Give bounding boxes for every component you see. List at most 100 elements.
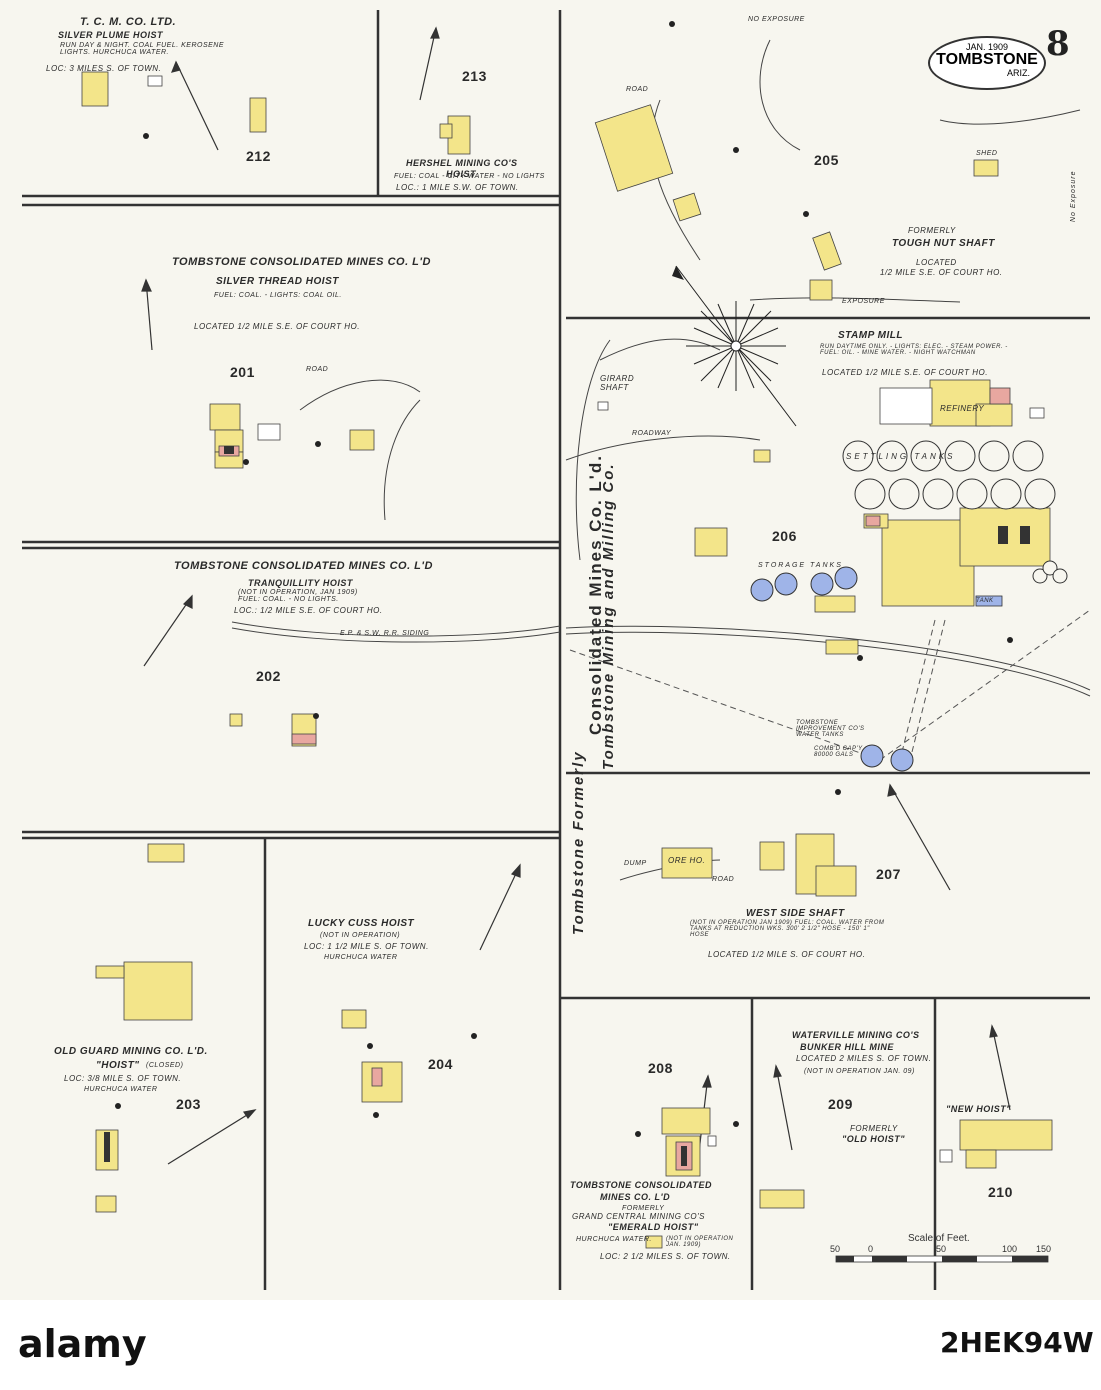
p205-exposure-top: No Exposure: [748, 16, 805, 23]
compass-rose: [672, 265, 797, 427]
p202-loc: Loc.: 1/2 Mile S.E. of Court Ho.: [234, 606, 383, 615]
p204-notes: (Not in operation): [320, 932, 401, 939]
p202-siding: E.P. & S.W. R.R. Siding: [340, 630, 430, 637]
p207-dump: Dump: [624, 860, 647, 867]
p201-number: 201: [230, 364, 255, 380]
p208-title: Tombstone Consolidated: [570, 1180, 713, 1190]
sheet-title-badge: JAN. 1909 TOMBSTONE ARIZ.: [928, 36, 1046, 90]
p203-closed: (Closed): [146, 1062, 184, 1069]
p207-number: 207: [876, 866, 901, 882]
p201-title: Tombstone Consolidated Mines Co. L'd: [172, 256, 431, 268]
buildings-frame: [81, 71, 1053, 1249]
machinery: [104, 446, 1030, 1166]
p212-title: T. C. M. Co. Ltd.: [80, 16, 177, 28]
p206-stamp-mill: Stamp Mill: [838, 330, 903, 341]
p208-loc: Loc: 2 1/2 Miles S. of Town.: [600, 1252, 731, 1261]
p206-settling: Settling Tanks: [846, 452, 956, 461]
p201-subtitle: Silver Thread Hoist: [216, 276, 339, 287]
p210-notes: (Not in operation Jan. 09): [804, 1068, 915, 1075]
p208-title2: Mines Co. L'd: [600, 1192, 671, 1202]
p213-title: Hershel Mining Co's: [406, 158, 518, 168]
p213-notes: Fuel: Coal - City Water - No Lights: [394, 173, 545, 180]
p206-water-cap: Comb'd Cap'y 80000 Gals: [814, 746, 863, 758]
scale-bar: [835, 1255, 1049, 1263]
p208-formerly: Formerly: [622, 1205, 665, 1212]
p206-notes: Run Daytime Only. - Lights: Elec. - Stea…: [820, 344, 1008, 356]
p206-water-tanks: Tombstone Improvement Co's Water Tanks: [796, 720, 865, 738]
p201-notes: Fuel: Coal. - Lights: Coal Oil.: [214, 292, 342, 299]
p208-water: Hurchuca Water.: [576, 1236, 652, 1243]
p208-notes: (Not in operation Jan. 1909): [666, 1236, 734, 1248]
sheet-city: TOMBSTONE: [936, 51, 1038, 68]
p205-exposure-right: No Exposure: [1070, 170, 1077, 222]
p213-subtitle: Hoist: [446, 169, 477, 179]
p205-loc: 1/2 Mile S.E. of Court Ho.: [880, 268, 1003, 277]
scale-title: Scale of Feet.: [908, 1233, 970, 1244]
p212-notes: Run Day & Night. Coal Fuel. Kerosene Lig…: [60, 42, 225, 56]
p205-road: Road: [626, 86, 649, 93]
p206-refinery: Refinery: [940, 404, 985, 413]
map-sheet: JAN. 1909 TOMBSTONE ARIZ. 8 T. C. M. Co.…: [0, 0, 1101, 1300]
p213-number: 213: [462, 68, 487, 84]
scale-tick-4: 150: [1036, 1244, 1052, 1254]
p203-title: Old Guard Mining Co. L'd.: [54, 1046, 208, 1057]
p210-name: "New Hoist": [946, 1104, 1012, 1114]
p205-loc-label: Located: [916, 258, 957, 267]
p206-storage: Storage Tanks: [758, 562, 843, 569]
p205-name: Tough Nut Shaft: [892, 238, 995, 249]
p206-loc: Located 1/2 Mile S.E. of Court Ho.: [822, 368, 988, 377]
p208-subtitle: Grand Central Mining Co's: [572, 1212, 706, 1221]
p209-name: "Old Hoist": [842, 1134, 906, 1144]
panel-borders: [22, 10, 1090, 1290]
map-drawing: [22, 10, 1091, 1290]
p208-name: "Emerald Hoist": [608, 1222, 699, 1232]
scale-tick-3: 100: [1002, 1244, 1018, 1254]
p207-ore: Ore Ho.: [668, 856, 706, 865]
p207-name: West Side Shaft: [746, 908, 845, 919]
p205-shed: Shed: [976, 150, 998, 157]
p209-number: 209: [828, 1096, 853, 1112]
sheet-date: JAN. 1909: [965, 42, 1009, 52]
p206-number: 206: [772, 528, 797, 544]
p209-formerly: Formerly: [850, 1124, 898, 1133]
p202-number: 202: [256, 668, 281, 684]
p203-number: 203: [176, 1096, 201, 1112]
p207-loc: Located 1/2 Mile S. of Court Ho.: [708, 950, 866, 959]
p202-subtitle: Tranquillity Hoist: [248, 578, 353, 588]
p212-loc: Loc: 3 Miles S. of Town.: [46, 64, 162, 73]
p204-water: Hurchuca Water: [324, 954, 398, 961]
p205-number: 205: [814, 152, 839, 168]
p203-subtitle: "Hoist": [96, 1060, 140, 1071]
p201-loc: Located 1/2 Mile S.E. of Court Ho.: [194, 322, 360, 331]
p202-notes: (Not in operation, Jan 1909) Fuel: Coal.…: [238, 589, 358, 603]
north-arrows: [141, 26, 1011, 1165]
p201-road: Road: [306, 366, 329, 373]
p204-loc: Loc: 1 1/2 Mile S. of Town.: [304, 942, 429, 951]
p206-tank: Tank: [976, 598, 994, 604]
storage-tanks: [750, 566, 914, 772]
p210-number: 210: [988, 1184, 1013, 1200]
image-code: 2HEK94W: [940, 1326, 1094, 1359]
sheds: [147, 75, 1045, 1163]
p206-girard: Girard Shaft: [600, 374, 635, 392]
p206-roadway: Roadway: [632, 430, 672, 437]
scale-tick-1: 0: [868, 1244, 874, 1254]
p203-loc: Loc: 3/8 Mile S. of Town.: [64, 1074, 182, 1083]
p207-road: Road: [712, 876, 735, 883]
p210-loc: Located 2 Miles S. of Town.: [796, 1054, 932, 1063]
scale-tick-2: 50: [936, 1244, 947, 1254]
vertical-company2: Tombstone Mining and Milling Co.: [600, 462, 617, 770]
sheet-state: ARIZ.: [1006, 68, 1030, 78]
p212-subtitle: Silver Plume Hoist: [58, 30, 164, 40]
vertical-formerly: Tombstone Formerly: [570, 750, 587, 935]
p213-loc: Loc.: 1 Mile S.W. of Town.: [396, 183, 519, 192]
sheet-number: 8: [1046, 24, 1070, 64]
p203-water: Hurchuca Water: [84, 1086, 158, 1093]
p202-title: Tombstone Consolidated Mines Co. L'd: [174, 560, 433, 572]
p207-notes: (Not in operation Jan 1909) Fuel: Coal. …: [690, 920, 885, 938]
footer-strip: alamy 2HEK94W: [0, 1300, 1101, 1390]
p204-title: Lucky Cuss Hoist: [308, 918, 415, 929]
hydrants: [115, 21, 1013, 1137]
pipelines: [569, 609, 1091, 761]
p212-number: 212: [246, 148, 271, 164]
